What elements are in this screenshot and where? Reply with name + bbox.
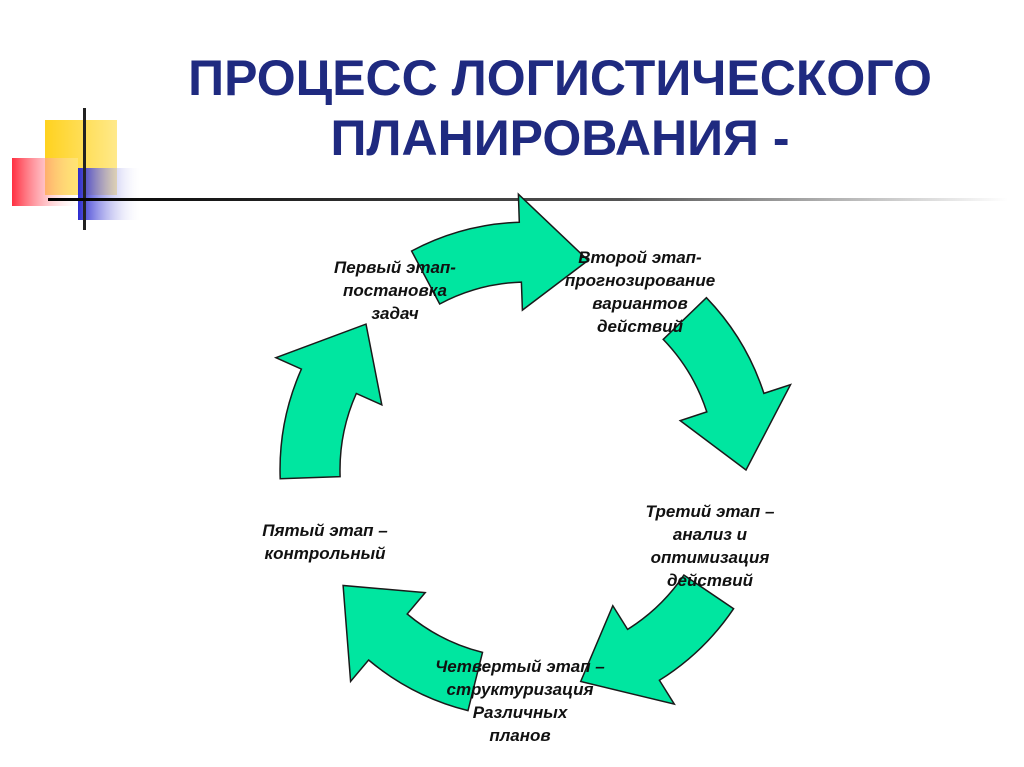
arrow-stage-5-to-1 bbox=[273, 323, 383, 480]
stage-second-line: вариантов bbox=[592, 294, 688, 313]
stage-fifth-line: Пятый этап – bbox=[262, 521, 388, 540]
stage-third: Третий этап – анализ и оптимизация дейст… bbox=[605, 500, 815, 592]
stage-second-line: Второй этап- bbox=[578, 248, 702, 267]
stage-fourth-line: Различных bbox=[472, 703, 568, 722]
stage-first-line: Первый этап- bbox=[334, 258, 456, 277]
stage-first-line: задач bbox=[371, 304, 419, 323]
stage-first-line: постановка bbox=[343, 281, 447, 300]
stage-fifth-line: контрольный bbox=[264, 544, 386, 563]
page-title: ПРОЦЕСС ЛОГИСТИЧЕСКОГО ПЛАНИРОВАНИЯ - bbox=[100, 48, 1020, 168]
stage-third-line: анализ и bbox=[672, 525, 748, 544]
stage-second-line: действий bbox=[597, 317, 683, 336]
stage-fourth-line: Четвертый этап – bbox=[435, 657, 605, 676]
title-line-2: ПЛАНИРОВАНИЯ - bbox=[330, 110, 790, 166]
stage-second: Второй этап- прогнозирование вариантов д… bbox=[530, 246, 750, 338]
deco-vertical-line bbox=[83, 108, 86, 230]
stage-third-line: оптимизация bbox=[650, 548, 770, 567]
stage-fourth-line: структуризация bbox=[446, 680, 594, 699]
stage-fourth: Четвертый этап – структуризация Различны… bbox=[400, 655, 640, 747]
stage-first: Первый этап- постановка задач bbox=[300, 256, 490, 325]
stage-third-line: действий bbox=[667, 571, 753, 590]
arrow-stage-3-to-4 bbox=[579, 574, 735, 706]
deco-blue-square bbox=[78, 168, 140, 220]
title-line-1: ПРОЦЕСС ЛОГИСТИЧЕСКОГО bbox=[188, 50, 932, 106]
arrow-stage-4-to-5 bbox=[342, 584, 484, 712]
arrow-stage-1-to-2 bbox=[410, 192, 590, 312]
stage-second-line: прогнозирование bbox=[564, 271, 716, 290]
stage-fourth-line: планов bbox=[489, 726, 551, 745]
stage-third-line: Третий этап – bbox=[645, 502, 775, 521]
deco-horizontal-line bbox=[48, 198, 1008, 201]
stage-fifth: Пятый этап – контрольный bbox=[215, 519, 435, 565]
arrow-stage-2-to-3 bbox=[662, 296, 793, 472]
